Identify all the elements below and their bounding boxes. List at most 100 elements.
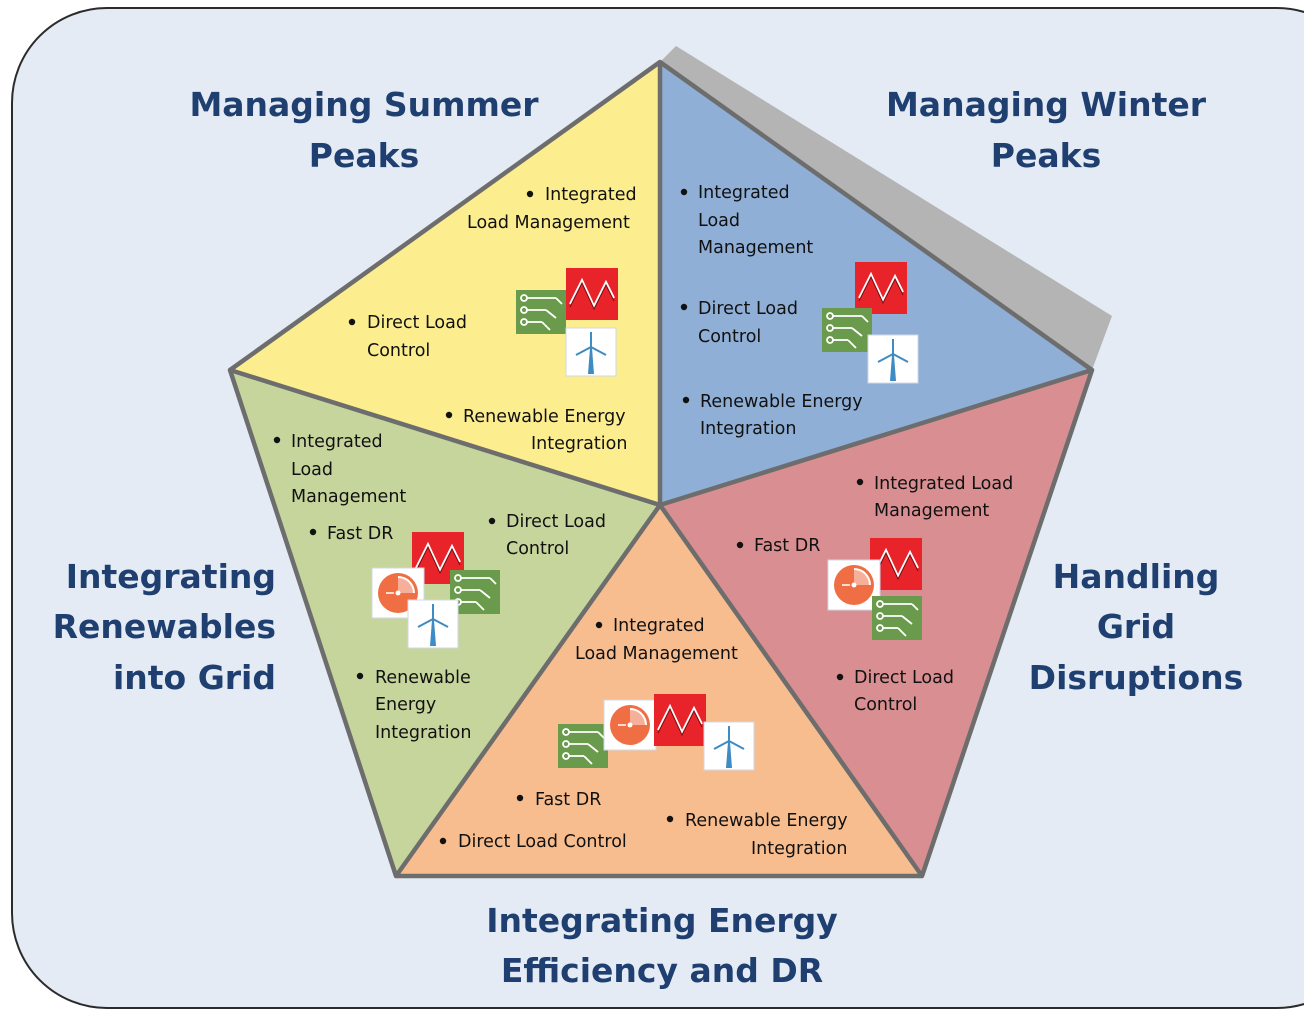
bullet-dot — [309, 528, 317, 536]
circuit-board-icon — [515, 289, 567, 335]
bullet-dot — [356, 672, 364, 680]
svg-text:Load Management: Load Management — [575, 644, 738, 664]
bullet-dot — [680, 188, 688, 196]
svg-text:Integrated: Integrated — [613, 616, 705, 636]
svg-text:Integration: Integration — [531, 434, 627, 454]
svg-text:Integrating: Integrating — [66, 557, 276, 596]
svg-text:Control: Control — [854, 695, 917, 715]
wind-turbine-icon — [703, 721, 755, 771]
bullet-dot — [273, 436, 281, 444]
svg-text:Fast DR: Fast DR — [327, 524, 393, 544]
bullet-dot — [836, 673, 844, 681]
svg-text:into Grid: into Grid — [113, 658, 276, 697]
sector-summer — [230, 62, 660, 505]
bullet-item: Fast DR — [516, 790, 601, 810]
circuit-board-icon — [821, 307, 873, 353]
svg-text:Integrated: Integrated — [698, 183, 790, 203]
efficiency-items: Integrated Load Management Fast DR Direc… — [439, 616, 848, 859]
bullet-dot — [348, 318, 356, 326]
bullet-item: Direct Load Control — [836, 668, 954, 715]
svg-text:Energy: Energy — [375, 695, 436, 715]
svg-text:Efficiency and DR: Efficiency and DR — [501, 951, 823, 990]
svg-text:Control: Control — [506, 539, 569, 559]
svg-text:Renewable Energy: Renewable Energy — [463, 407, 626, 427]
summer-items: Integrated Load Management Direct Load C… — [348, 185, 637, 454]
bullet-item: Direct Load Control — [348, 313, 467, 361]
svg-text:Integration: Integration — [700, 419, 796, 439]
svg-text:Renewable: Renewable — [375, 668, 471, 688]
svg-text:Managing Summer: Managing Summer — [189, 85, 539, 124]
svg-text:Integration: Integration — [375, 723, 471, 743]
svg-text:Integrating Energy: Integrating Energy — [486, 901, 838, 940]
svg-text:Grid: Grid — [1097, 607, 1175, 646]
bullet-item: Integrated Load Management — [856, 474, 1013, 521]
bullet-dot — [439, 837, 447, 845]
winter-items: Integrated Load Management Direct Load C… — [680, 183, 863, 439]
efficiency-title: Integrating Energy Efficiency and DR — [486, 901, 838, 990]
waveform-icon — [653, 693, 707, 747]
svg-text:Direct Load Control: Direct Load Control — [458, 832, 627, 852]
bullet-item: Integrated Load Management — [467, 185, 637, 233]
renewables-title: Integrating Renewables into Grid — [53, 557, 276, 697]
renewables-items: Integrated Load Management Fast DR Direc… — [273, 432, 606, 743]
svg-text:Direct Load: Direct Load — [698, 299, 798, 319]
svg-text:Management: Management — [874, 501, 989, 521]
svg-text:Load Management: Load Management — [467, 213, 630, 233]
bullet-dot — [680, 303, 688, 311]
bullet-item: Direct Load Control — [439, 832, 627, 852]
wind-turbine-icon — [565, 327, 617, 377]
bullet-item: Fast DR — [736, 536, 820, 556]
bullet-dot — [682, 396, 690, 404]
bullet-dot — [445, 411, 453, 419]
bullet-item: Renewable Energy Integration — [682, 392, 863, 439]
bullet-dot — [526, 190, 534, 198]
svg-text:Renewable Energy: Renewable Energy — [700, 392, 863, 412]
pentagon-3d-edge — [660, 46, 1112, 370]
bullet-item: Integrated Load Management — [680, 183, 813, 258]
bullet-item: Integrated Load Management — [575, 616, 738, 664]
bullet-dot — [736, 541, 744, 549]
svg-text:Direct Load: Direct Load — [854, 668, 954, 688]
svg-text:Peaks: Peaks — [309, 136, 419, 175]
gauge-icon — [603, 699, 657, 751]
winter-title: Managing Winter Peaks — [886, 85, 1207, 175]
bullet-item: Renewable Energy Integration — [666, 811, 848, 859]
svg-text:Renewables: Renewables — [53, 607, 276, 646]
circuit-board-icon — [557, 723, 609, 769]
svg-text:Direct Load: Direct Load — [367, 313, 467, 333]
svg-text:Control: Control — [698, 327, 761, 347]
bullet-item: Direct Load Control — [680, 299, 798, 347]
wind-turbine-icon — [407, 599, 459, 649]
svg-text:Renewable Energy: Renewable Energy — [685, 811, 848, 831]
svg-text:Control: Control — [367, 341, 430, 361]
svg-text:Integrated: Integrated — [545, 185, 637, 205]
bullet-item: Direct Load Control — [488, 512, 606, 559]
sector-efficiency — [396, 505, 922, 876]
wind-turbine-icon — [867, 334, 919, 384]
bullet-item: Renewable Energy Integration — [356, 668, 471, 743]
svg-text:Handling: Handling — [1053, 557, 1220, 596]
bullet-item: Integrated Load Management — [273, 432, 406, 507]
svg-text:Fast DR: Fast DR — [535, 790, 601, 810]
bullet-dot — [488, 517, 496, 525]
bullet-dot — [666, 815, 674, 823]
svg-text:Integrated Load: Integrated Load — [874, 474, 1013, 494]
bullet-item: Fast DR — [309, 524, 393, 544]
summer-title: Managing Summer Peaks — [189, 85, 539, 175]
grid-items: Integrated Load Management Fast DR Direc… — [736, 474, 1013, 715]
bullet-dot — [595, 621, 603, 629]
pentagon-outline — [227, 59, 1095, 879]
svg-text:Disruptions: Disruptions — [1029, 658, 1244, 697]
bullet-dot — [516, 794, 524, 802]
waveform-icon — [565, 267, 619, 321]
svg-text:Managing Winter: Managing Winter — [886, 85, 1207, 124]
waveform-icon — [854, 261, 908, 315]
svg-text:Integration: Integration — [751, 839, 847, 859]
svg-text:Load: Load — [698, 211, 740, 231]
svg-text:Management: Management — [698, 238, 813, 258]
bullet-item: Renewable Energy Integration — [445, 407, 627, 454]
svg-text:Load: Load — [291, 460, 333, 480]
svg-text:Direct Load: Direct Load — [506, 512, 606, 532]
